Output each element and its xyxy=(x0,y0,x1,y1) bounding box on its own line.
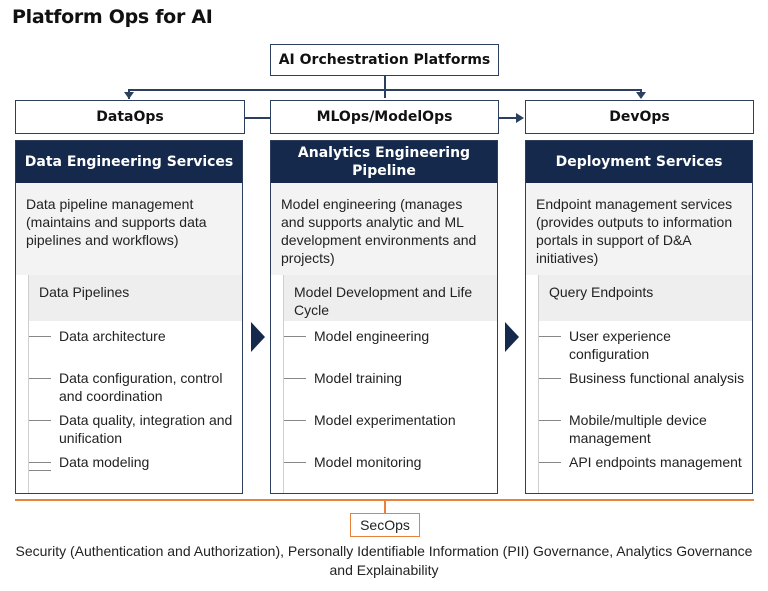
connector-top-horizontal xyxy=(128,89,641,91)
tick-mark xyxy=(539,336,561,337)
secops-description: Security (Authentication and Authorizati… xyxy=(15,543,753,578)
devops-label: DevOps xyxy=(609,109,670,125)
tick-mark xyxy=(539,462,561,463)
dataops-label: DataOps xyxy=(96,109,164,125)
diagram-title: Platform Ops for AI xyxy=(12,6,213,28)
list-item: Data architecture xyxy=(59,328,166,344)
list-item: API endpoints management xyxy=(569,454,742,470)
list-item: Data modeling xyxy=(59,454,150,470)
sub-panel: Model Development and Life Cycle Model e… xyxy=(283,275,497,493)
list-item: Data configuration, control and coordina… xyxy=(59,370,223,404)
arrowhead-down-left xyxy=(124,92,134,99)
arrowhead-down-right xyxy=(636,92,646,99)
list-item: Model engineering xyxy=(314,328,430,344)
chevron-right-icon xyxy=(505,322,519,352)
tick-mark xyxy=(29,378,51,379)
connector-mlops-devops xyxy=(499,117,517,119)
column-header: Deployment Services xyxy=(526,141,752,183)
column-deployment: Deployment Services Endpoint management … xyxy=(525,140,753,494)
mlops-label: MLOps/ModelOps xyxy=(316,109,453,125)
list-item: Model experimentation xyxy=(314,412,456,428)
tick-mark xyxy=(539,378,561,379)
sub-panel-header: Model Development and Life Cycle xyxy=(284,275,497,321)
list-item: Data quality, integration and unificatio… xyxy=(59,412,233,446)
orchestration-label: AI Orchestration Platforms xyxy=(278,52,491,68)
column-description: Endpoint management services (provides o… xyxy=(526,183,752,275)
tick-mark xyxy=(284,420,306,421)
sub-panel-header: Query Endpoints xyxy=(539,275,752,321)
chevron-right-icon xyxy=(251,322,265,352)
arrowhead-right xyxy=(516,112,524,123)
tick-mark xyxy=(29,470,51,471)
orchestration-box: AI Orchestration Platforms xyxy=(270,44,499,76)
tick-mark xyxy=(29,462,51,463)
connector-dataops-mlops xyxy=(245,117,270,119)
list-item: User experience configuration xyxy=(569,328,671,362)
tick-mark xyxy=(29,420,51,421)
column-analytics-engineering: Analytics Engineering Pipeline Model eng… xyxy=(270,140,498,494)
column-description: Model engineering (manages and supports … xyxy=(271,183,497,275)
secops-box: SecOps xyxy=(350,513,420,537)
devops-box: DevOps xyxy=(525,100,754,134)
column-data-engineering: Data Engineering Services Data pipeline … xyxy=(15,140,243,494)
tick-mark xyxy=(284,378,306,379)
secops-label: SecOps xyxy=(360,517,410,533)
tick-mark xyxy=(29,336,51,337)
list-item: Mobile/multiple device management xyxy=(569,412,707,446)
mlops-box: MLOps/ModelOps xyxy=(270,100,499,134)
column-header: Analytics Engineering Pipeline xyxy=(271,141,497,183)
column-description: Data pipeline management (maintains and … xyxy=(16,183,242,275)
dataops-box: DataOps xyxy=(15,100,245,134)
sub-panel: Query Endpoints User experience configur… xyxy=(538,275,752,493)
tick-mark xyxy=(539,420,561,421)
connector-right-drop xyxy=(640,89,642,94)
tick-mark xyxy=(284,336,306,337)
tick-mark xyxy=(284,462,306,463)
connector-top-vertical xyxy=(384,76,386,98)
column-header: Data Engineering Services xyxy=(16,141,242,183)
list-item: Model training xyxy=(314,370,402,386)
secops-connector xyxy=(384,500,386,513)
sub-panel-header: Data Pipelines xyxy=(29,275,242,321)
list-item: Model monitoring xyxy=(314,454,422,470)
sub-panel: Data Pipelines Data architecture Data co… xyxy=(28,275,242,493)
list-item: Business functional analysis xyxy=(569,370,745,386)
